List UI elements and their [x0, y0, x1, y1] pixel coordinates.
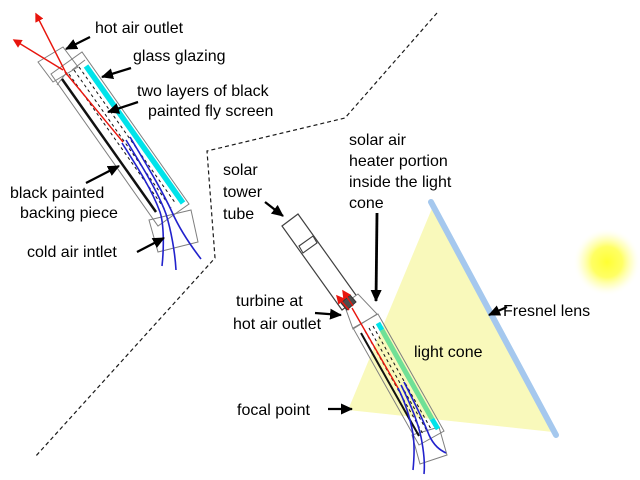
- fly-screen-dashed-2: [73, 69, 172, 209]
- label-solar-tower-tube-line3: tube: [223, 206, 254, 223]
- top-funnel-line-left: [56, 71, 68, 86]
- tube-joint-notch: [298, 235, 318, 254]
- arrow-cold-air-inlet: [136, 236, 165, 254]
- cone-unit-frame: [352, 313, 445, 446]
- label-light-cone: light cone: [414, 344, 483, 361]
- cone-glazing-bottom-cyan: [429, 417, 441, 431]
- label-glass-glazing: glass glazing: [133, 48, 226, 65]
- hot-air-ray-2: [12, 39, 64, 71]
- label-heater-portion-line1: solar air: [349, 132, 407, 149]
- cone-unit-dashed-2: [368, 327, 428, 432]
- cone-cold-air-flow-2: [400, 384, 426, 475]
- light-cone-shape: [348, 206, 553, 432]
- label-heater-portion-line3: inside the light: [349, 174, 452, 191]
- arrow-glass-glazing: [101, 66, 132, 79]
- arrow-solar-tower-tube: [264, 201, 284, 217]
- label-backing-piece-line2: backing piece: [20, 205, 118, 222]
- boundary-dashed-line: [34, 12, 438, 458]
- cone-glazing-green: [379, 328, 435, 421]
- solar-tower-tube: [281, 213, 359, 311]
- arrow-fly-screen: [107, 100, 139, 114]
- label-turbine-line1: turbine at: [236, 293, 303, 310]
- cone-glazing-top-cyan: [375, 321, 385, 332]
- label-fly-screen-line1: two layers of black: [137, 83, 270, 100]
- label-solar-tower-tube-line2: tower: [223, 184, 263, 201]
- cone-hot-air-interior-line: [351, 307, 399, 389]
- label-heater-portion-line2: heater portion: [349, 153, 448, 170]
- fresnel-lens-line: [428, 199, 559, 438]
- arrow-backing-piece: [85, 164, 120, 185]
- arrow-heater-portion: [370, 212, 382, 302]
- hot-air-ray-1: [35, 12, 68, 76]
- label-fresnel-lens: Fresnel lens: [503, 303, 590, 320]
- arrow-hot-air-outlet: [65, 35, 91, 51]
- arrow-fresnel-lens: [488, 305, 508, 317]
- top-funnel-line-right: [71, 59, 86, 71]
- cold-air-flow-2: [125, 139, 177, 271]
- label-solar-tower-tube-line1: solar: [223, 162, 258, 179]
- outlet-duct: [37, 46, 79, 83]
- backing-piece-line: [60, 78, 158, 213]
- label-heater-portion-line4: cone: [349, 195, 384, 212]
- hot-air-interior-line: [64, 71, 124, 143]
- label-cold-air-inlet: cold air intlet: [27, 244, 117, 261]
- label-hot-air-outlet: hot air outlet: [95, 20, 184, 37]
- detail-frame: [50, 51, 190, 227]
- cone-unit-inlet-funnel: [411, 426, 448, 465]
- sun-glow: [573, 228, 640, 296]
- label-turbine-line2: hot air outlet: [233, 316, 322, 333]
- label-fly-screen-line2: painted fly screen: [148, 103, 273, 120]
- cone-cold-air-flow-1: [397, 387, 415, 471]
- glass-glazing-strip: [83, 64, 186, 205]
- cone-heater-unit: [336, 289, 448, 475]
- cone-hot-air-arrow-1: [342, 289, 354, 307]
- cold-air-flow-3: [129, 136, 202, 260]
- cone-cold-air-flow-3: [403, 381, 447, 454]
- label-backing-piece-line1: black painted: [10, 185, 104, 202]
- arrow-turbine: [314, 308, 342, 320]
- cone-hot-air-arrow-2: [336, 294, 350, 311]
- fly-screen-dashed-3: [78, 66, 177, 205]
- label-focal-point: focal point: [237, 402, 310, 419]
- detail-heater-unit: [12, 12, 202, 271]
- cone-unit-dashed-3: [372, 325, 432, 430]
